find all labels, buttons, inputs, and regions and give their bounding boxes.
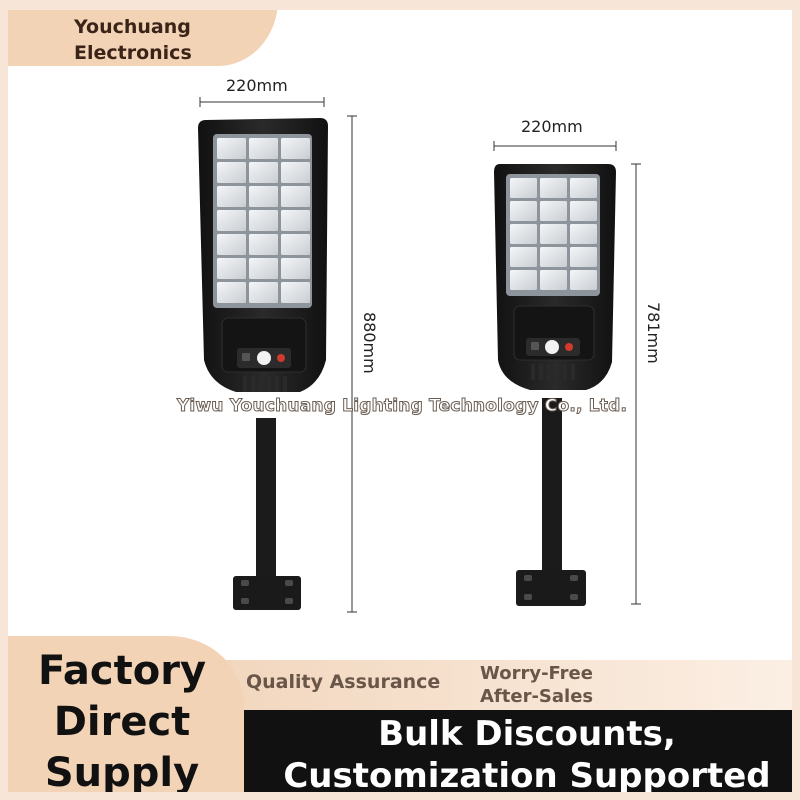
right-led-cell [570, 178, 597, 198]
left-led-cell [281, 186, 310, 207]
right-led-cell [540, 247, 567, 267]
right-led-cell [570, 201, 597, 221]
left-led-cell [281, 210, 310, 231]
right-indicator-led [565, 343, 573, 351]
right-led-cell [510, 224, 537, 244]
left-led-grid [217, 138, 310, 303]
right-dimension-lines [493, 141, 641, 605]
right-led-cell [510, 201, 537, 221]
bulk-line-1: Bulk Discounts, [378, 714, 676, 754]
left-mount-bracket [233, 576, 301, 610]
right-led-cell [540, 201, 567, 221]
quality-assurance-badge: Quality Assurance [246, 671, 441, 693]
right-led-cell [540, 270, 567, 290]
left-cooling-fins [243, 376, 287, 392]
left-led-cell [217, 234, 246, 255]
right-led-cell [570, 224, 597, 244]
left-led-cell [217, 186, 246, 207]
factory-line-2: Direct [53, 699, 191, 745]
right-led-cell [570, 270, 597, 290]
right-street-light [493, 141, 641, 606]
factory-line-1: Factory [37, 648, 207, 694]
left-led-cell [217, 258, 246, 279]
bulk-line-2: Customization Supported [283, 756, 771, 796]
right-pole [542, 398, 562, 582]
left-sensor-icon [242, 353, 250, 361]
left-led-cell [217, 282, 246, 303]
left-width-label: 220mm [226, 76, 288, 95]
left-led-cell [281, 282, 310, 303]
left-led-cell [217, 138, 246, 159]
bulk-discount-banner: Bulk Discounts, Customization Supported [262, 713, 792, 797]
right-led-cell [510, 247, 537, 267]
left-led-cell [249, 186, 278, 207]
after-sales-line: After-Sales [480, 686, 594, 707]
left-height-label: 880mm [360, 312, 379, 374]
left-led-cell [249, 234, 278, 255]
left-led-cell [249, 282, 278, 303]
brand-line-2: Electronics [74, 42, 192, 64]
left-led-cell [249, 138, 278, 159]
right-light-sensor [545, 340, 559, 354]
left-led-cell [281, 258, 310, 279]
left-led-cell [217, 162, 246, 183]
brand-line-1: Youchuang [74, 16, 191, 38]
left-led-cell [249, 210, 278, 231]
right-led-cell [570, 247, 597, 267]
right-cooling-fins [531, 364, 575, 380]
right-width-label: 220mm [521, 117, 583, 136]
left-led-cell [249, 162, 278, 183]
company-watermark: Yiwu Youchuang Lighting Technology Co., … [176, 396, 628, 417]
left-led-cell [217, 210, 246, 231]
left-indicator-led [277, 354, 285, 362]
left-pole [256, 418, 276, 590]
worry-free-line: Worry-Free [480, 663, 593, 684]
factory-direct-card [0, 636, 244, 800]
brand-name: Youchuang Electronics [74, 14, 274, 66]
factory-line-3: Supply [44, 750, 200, 796]
right-height-label: 781mm [644, 302, 663, 364]
left-led-cell [281, 234, 310, 255]
left-street-light [198, 97, 357, 613]
right-led-cell [510, 178, 537, 198]
left-dimension-lines [199, 97, 357, 613]
after-sales-badge: Worry-Free After-Sales [480, 662, 630, 708]
right-led-cell [540, 224, 567, 244]
left-led-cell [281, 138, 310, 159]
left-led-cell [249, 258, 278, 279]
promo-black-bar [200, 710, 800, 800]
right-led-cell [540, 178, 567, 198]
brand-tab [0, 0, 278, 66]
right-led-grid [510, 178, 597, 290]
right-mount-bracket [516, 570, 586, 606]
factory-direct-text: Factory Direct Supply [18, 646, 226, 799]
left-led-cell [281, 162, 310, 183]
right-led-cell [510, 270, 537, 290]
left-light-sensor [257, 351, 271, 365]
promo-peach-strip [200, 660, 800, 710]
right-sensor-icon [531, 342, 539, 350]
